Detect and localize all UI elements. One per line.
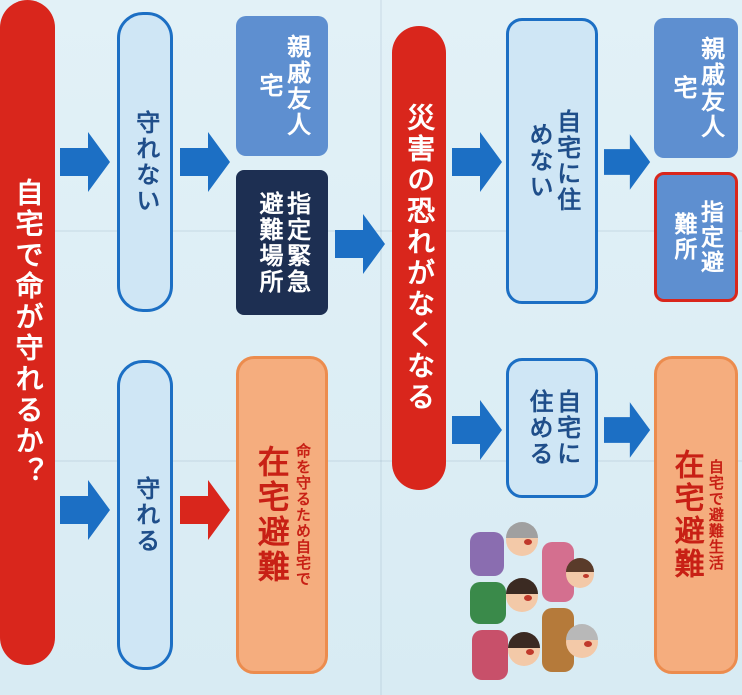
background-line [0,460,742,462]
cannot-protect-pill: 守れない [117,12,173,312]
top-question-text: 自宅で命が守れるか？ [11,177,45,488]
top-question-bar: 自宅で命が守れるか？ [0,0,55,665]
middle-question-text: 災害の恐れがなくなる [403,103,437,413]
home-evacuation-life-small-text: 自宅で避難生活 [706,459,725,571]
family-illustration [470,522,598,680]
middle-question-bar: 災害の恐れがなくなる [392,26,446,490]
home-evacuation-big-text: 在宅避難 [252,445,291,585]
right-arrow-icon [452,400,502,460]
background-line [380,0,382,695]
can-live-at-home-text: 自宅に住める [525,389,581,467]
right-arrow-icon [180,132,230,192]
home-evacuation-box: 命を守るため自宅で 在宅避難 [236,356,328,674]
designated-shelter-text: 指定避難所 [670,199,723,275]
relatives-home-text-2: 親戚友人宅 [669,36,725,140]
emergency-shelter-box: 指定緊急避難場所 [236,170,328,315]
relatives-home-box-2: 親戚友人宅 [654,18,738,158]
can-protect-pill: 守れる [117,360,173,670]
relatives-home-text: 親戚友人宅 [255,34,311,138]
designated-shelter-box: 指定避難所 [654,172,738,302]
right-arrow-icon [60,480,110,540]
can-live-at-home-box: 自宅に住める [506,358,598,498]
right-arrow-icon [604,134,651,190]
right-arrow-icon [335,214,385,274]
home-evacuation-small-text: 命を守るため自宅で [294,443,313,587]
right-arrow-icon [60,132,110,192]
cannot-live-at-home-box: 自宅に住めない [506,18,598,304]
right-arrow-icon [452,132,502,192]
relatives-home-box: 親戚友人宅 [236,16,328,156]
cannot-protect-label: 守れない [131,110,160,214]
right-arrow-icon [180,480,230,540]
home-evacuation-life-big-text: 在宅避難 [668,449,704,581]
home-evacuation-life-box: 自宅で避難生活 在宅避難 [654,356,738,674]
cannot-live-at-home-text: 自宅に住めない [525,109,581,213]
can-protect-label: 守れる [131,476,160,554]
emergency-shelter-text: 指定緊急避難場所 [255,190,311,295]
right-arrow-icon [604,402,651,458]
